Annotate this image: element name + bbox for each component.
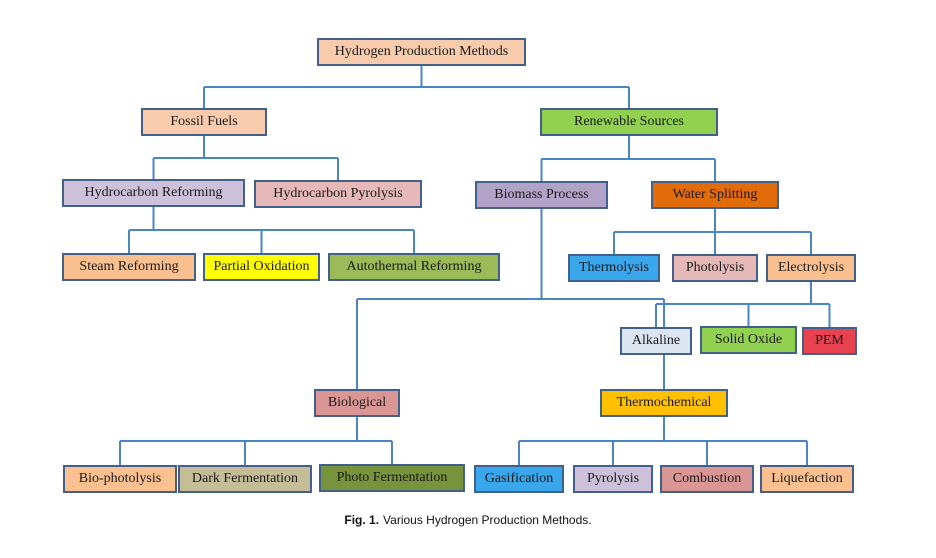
caption-label: Fig. 1. bbox=[344, 513, 380, 527]
node-liquefaction: Liquefaction bbox=[760, 465, 854, 493]
caption-text: Various Hydrogen Production Methods. bbox=[383, 513, 592, 527]
node-water-splitting: Water Splitting bbox=[651, 181, 779, 209]
node-hydrogen-production-methods: Hydrogen Production Methods bbox=[317, 38, 526, 66]
node-renewable-sources: Renewable Sources bbox=[540, 108, 718, 136]
node-bio-photolysis: Bio-photolysis bbox=[63, 465, 177, 493]
node-fossil-fuels: Fossil Fuels bbox=[141, 108, 267, 136]
node-thermolysis: Thermolysis bbox=[568, 254, 660, 282]
node-photo-fermentation: Photo Fermentation bbox=[319, 464, 465, 492]
node-autothermal-reforming: Autothermal Reforming bbox=[328, 253, 500, 281]
node-dark-fermentation: Dark Fermentation bbox=[178, 465, 312, 493]
node-combustion: Combustion bbox=[660, 465, 754, 493]
node-thermochemical: Thermochemical bbox=[600, 389, 728, 417]
node-biological: Biological bbox=[314, 389, 400, 417]
node-solid-oxide: Solid Oxide bbox=[700, 326, 797, 354]
node-biomass-process: Biomass Process bbox=[475, 181, 608, 209]
node-electrolysis: Electrolysis bbox=[766, 254, 856, 282]
node-hydrocarbon-pyrolysis: Hydrocarbon Pyrolysis bbox=[254, 180, 422, 208]
node-pem: PEM bbox=[802, 327, 857, 355]
figure-caption: Fig. 1.Various Hydrogen Production Metho… bbox=[0, 513, 936, 527]
node-pyrolysis: Pyrolysis bbox=[573, 465, 653, 493]
node-partial-oxidation: Partial Oxidation bbox=[203, 253, 320, 281]
node-gasification: Gasification bbox=[474, 465, 564, 493]
node-hydrocarbon-reforming: Hydrocarbon Reforming bbox=[62, 179, 245, 207]
node-alkaline: Alkaline bbox=[620, 327, 692, 355]
node-photolysis: Photolysis bbox=[672, 254, 758, 282]
node-steam-reforming: Steam Reforming bbox=[62, 253, 196, 281]
